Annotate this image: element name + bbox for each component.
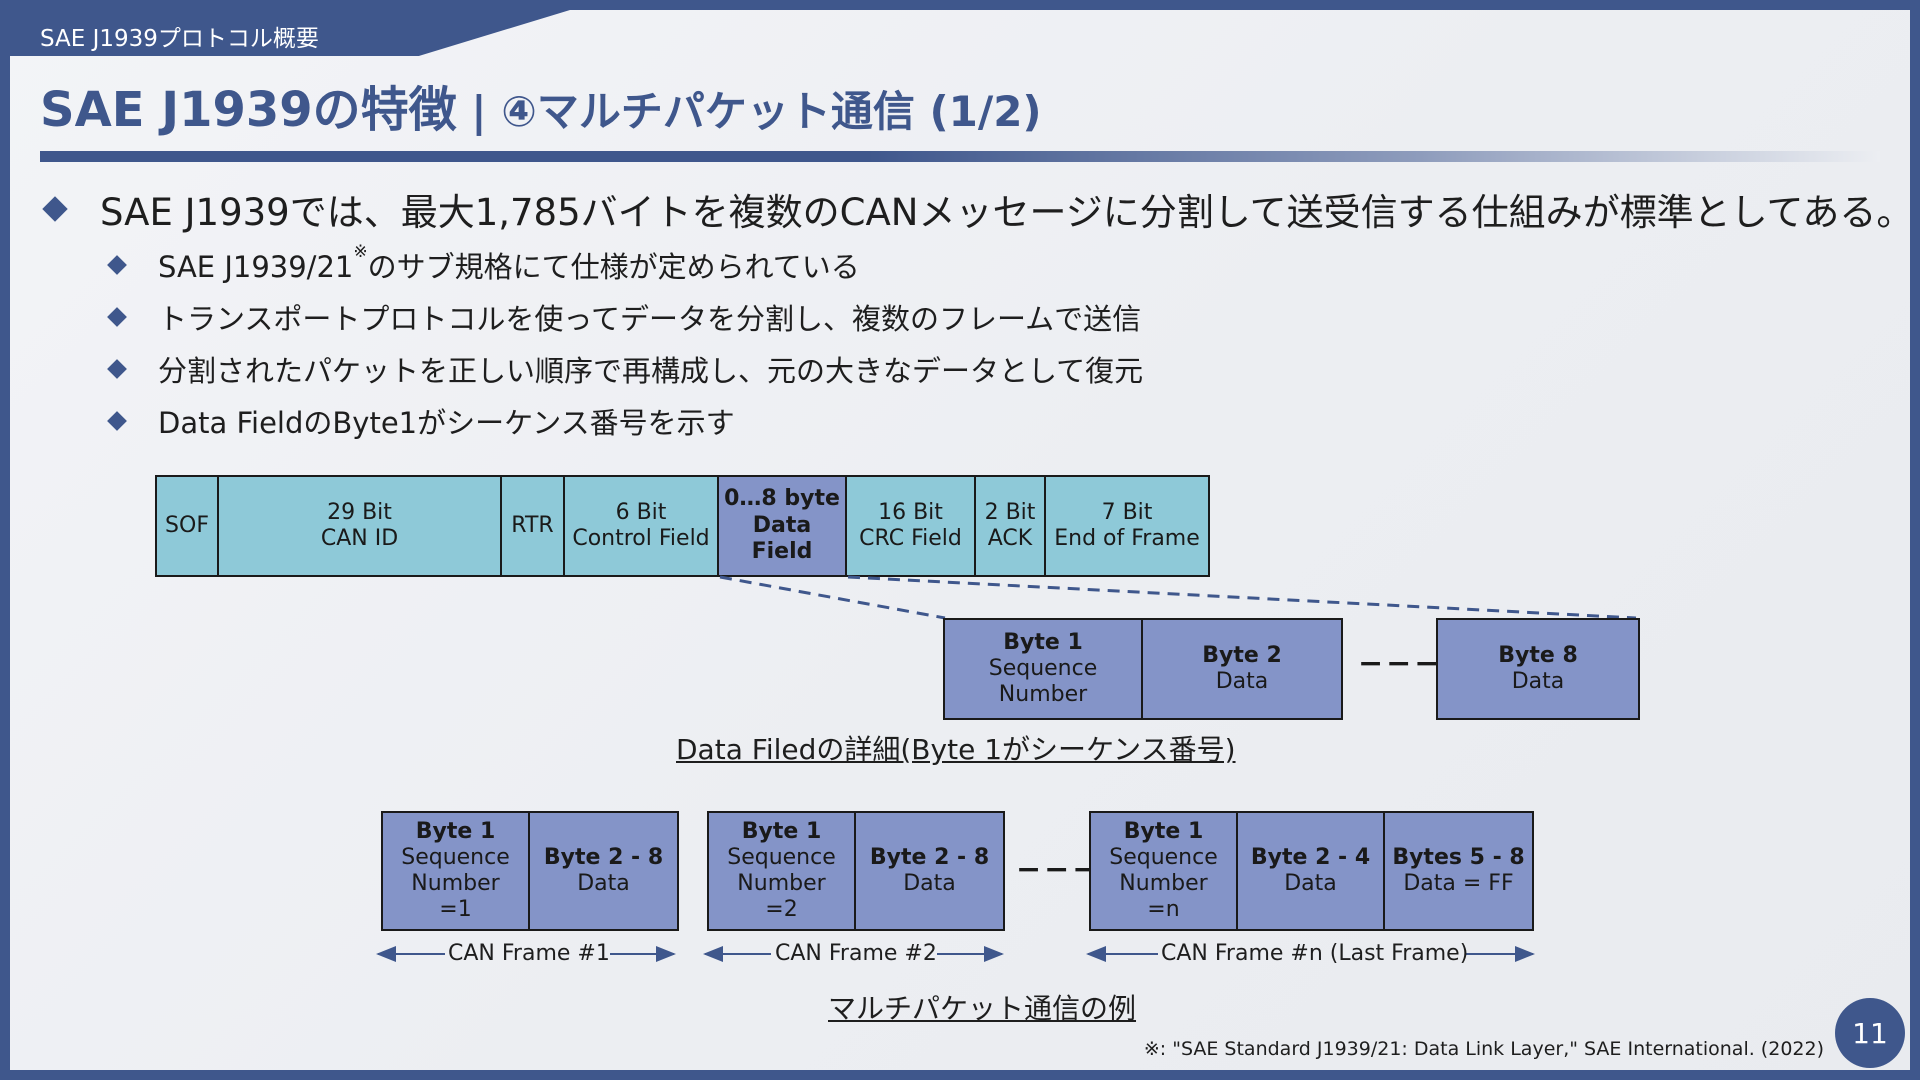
frame1-seq-value: =1 <box>439 896 472 922</box>
can-crc-label: CRC Field <box>859 526 962 551</box>
slide-title-sub: | ④マルチパケット通信 (1/2) <box>456 87 1042 136</box>
footnote-mark: ※ <box>353 242 368 262</box>
framen-padding-line2: Data = FF <box>1403 871 1514 896</box>
can-control-cell: 6 Bit Control Field <box>565 477 719 575</box>
can-ack-cell: 2 Bit ACK <box>976 477 1046 575</box>
slide-title: SAE J1939の特徴 | ④マルチパケット通信 (1/2) <box>40 70 1042 140</box>
frame2-seq-title: Byte 1 <box>741 819 822 845</box>
sub-bullet-1-post: のサブ規格にて仕様が定められている <box>367 250 860 284</box>
sub-bullet-1-pre: SAE J1939/21 <box>158 250 354 284</box>
sub-bullet-3-text: 分割されたパケットを正しい順序で再構成し、元の大きなデータとして復元 <box>158 354 1144 388</box>
frame1-data-title: Byte 2 - 8 <box>543 845 664 871</box>
multipacket-caption: マルチパケット通信の例 <box>828 992 1137 1025</box>
can-id-label: CAN ID <box>320 526 399 551</box>
can-ack-bits: 2 Bit <box>984 499 1036 525</box>
detail-byte2-title: Byte 2 <box>1202 643 1282 669</box>
frame1-seq-line3: Number <box>411 871 500 896</box>
can-crc-cell: 16 Bit CRC Field <box>847 477 976 575</box>
detail-byte1-box: Byte 1 Sequence Number <box>945 620 1143 718</box>
can-crc-bits: 16 Bit <box>878 499 943 525</box>
detail-byte2-box: Byte 2 Data <box>1143 620 1341 718</box>
section-header-tab: SAE J1939プロトコル概要 <box>10 10 570 56</box>
frame1-label: CAN Frame #1 <box>448 941 610 966</box>
can-frame-structure: SOF 29 Bit CAN ID RTR 6 Bit Control Fiel… <box>155 475 1210 577</box>
sub-bullet-2-text: トランスポートプロトコルを使ってデータを分割し、複数のフレームで送信 <box>158 302 1142 336</box>
detail-byte8-box: Byte 8 Data <box>1438 620 1638 718</box>
can-control-label: Control Field <box>572 526 710 551</box>
can-data-label: Data Field <box>751 512 813 565</box>
detail-byte1-title: Byte 1 <box>1003 630 1083 656</box>
multipacket-ellipsis: −−− <box>1016 852 1101 887</box>
can-id-bits: 29 Bit <box>327 499 392 525</box>
framen-seq-box: Byte 1 Sequence Number =n <box>1091 813 1238 929</box>
can-eof-label: End of Frame <box>1054 526 1200 551</box>
frame1-seq-title: Byte 1 <box>415 819 496 845</box>
frame2-data-title: Byte 2 - 8 <box>869 845 990 871</box>
sub-bullet-4-text: Data FieldのByte1がシーケンス番号を示す <box>158 406 735 440</box>
frame1-data-box: Byte 2 - 8 Data <box>530 813 677 929</box>
frame1-seq-box: Byte 1 Sequence Number =1 <box>383 813 530 929</box>
sub-bullet-3: 分割されたパケットを正しい順序で再構成し、元の大きなデータとして復元 <box>107 348 1144 390</box>
can-sof-label: SOF <box>165 512 209 538</box>
framen-padding-title: Bytes 5 - 8 <box>1392 845 1525 871</box>
expansion-line-left <box>719 575 946 620</box>
frame1-data-line2: Data <box>577 871 630 896</box>
can-ack-label: ACK <box>987 526 1033 551</box>
can-control-bits: 6 Bit <box>615 499 667 525</box>
can-eof-cell: 7 Bit End of Frame <box>1046 477 1208 575</box>
can-sof-cell: SOF <box>157 477 219 575</box>
framen-padding-box: Bytes 5 - 8 Data = FF <box>1385 813 1532 929</box>
framen-label: CAN Frame #n (Last Frame) <box>1161 941 1469 966</box>
page-number: 11 <box>1835 998 1905 1068</box>
expansion-line-right <box>847 575 1637 620</box>
framen-seq-value: =n <box>1147 896 1180 922</box>
frame2-data-box: Byte 2 - 8 Data <box>856 813 1003 929</box>
sub-bullet-2: トランスポートプロトコルを使ってデータを分割し、複数のフレームで送信 <box>107 296 1142 338</box>
slide-title-main: SAE J1939の特徴 <box>40 82 457 138</box>
frame1-seq-line2: Sequence <box>401 845 510 871</box>
can-rtr-cell: RTR <box>502 477 565 575</box>
multipacket-frame-1: Byte 1 Sequence Number =1 Byte 2 - 8 Dat… <box>381 811 679 931</box>
frame2-label: CAN Frame #2 <box>775 941 937 966</box>
framen-data-line2: Data <box>1284 871 1337 896</box>
sub-bullet-1: SAE J1939/21※のサブ規格にて仕様が定められている <box>107 242 860 286</box>
can-rtr-label: RTR <box>511 512 554 538</box>
can-data-field-cell: 0…8 byte Data Field <box>719 477 847 575</box>
data-field-detail-left: Byte 1 Sequence Number Byte 2 Data <box>943 618 1343 720</box>
frame2-seq-line3: Number <box>737 871 826 896</box>
frame2-data-line2: Data <box>903 871 956 896</box>
detail-byte1-line2: Sequence <box>988 656 1098 682</box>
data-field-detail-caption: Data Filedの詳細(Byte 1がシーケンス番号) <box>676 733 1236 766</box>
main-bullet-text: SAE J1939では、最大1,785バイトを複数のCANメッセージに分割して送… <box>100 191 1914 234</box>
framen-data-title: Byte 2 - 4 <box>1250 845 1371 871</box>
framen-data-box: Byte 2 - 4 Data <box>1238 813 1385 929</box>
section-label: SAE J1939プロトコル概要 <box>40 26 319 52</box>
framen-seq-line2: Sequence <box>1109 845 1218 871</box>
detail-ellipsis: −−− <box>1358 646 1443 681</box>
can-data-bytes: 0…8 byte <box>724 486 840 512</box>
can-eof-bits: 7 Bit <box>1101 499 1153 525</box>
can-id-cell: 29 Bit CAN ID <box>219 477 502 575</box>
multipacket-frame-n: Byte 1 Sequence Number =n Byte 2 - 4 Dat… <box>1089 811 1534 931</box>
frame2-seq-box: Byte 1 Sequence Number =2 <box>709 813 856 929</box>
footnote: ※: "SAE Standard J1939/21: Data Link Lay… <box>1143 1038 1824 1060</box>
framen-seq-line3: Number <box>1119 871 1208 896</box>
frame2-seq-value: =2 <box>765 896 798 922</box>
sub-bullet-1-text: SAE J1939/21※のサブ規格にて仕様が定められている <box>158 242 860 286</box>
main-bullet: SAE J1939では、最大1,785バイトを複数のCANメッセージに分割して送… <box>42 182 1914 236</box>
multipacket-frame-2: Byte 1 Sequence Number =2 Byte 2 - 8 Dat… <box>707 811 1005 931</box>
detail-byte2-line2: Data <box>1215 669 1269 694</box>
data-field-detail-right: Byte 8 Data <box>1436 618 1640 720</box>
detail-byte8-line2: Data <box>1511 669 1565 694</box>
frame2-seq-line2: Sequence <box>727 845 836 871</box>
sub-bullet-4: Data FieldのByte1がシーケンス番号を示す <box>107 400 735 442</box>
framen-seq-title: Byte 1 <box>1123 819 1204 845</box>
detail-byte1-line3: Number <box>998 681 1088 707</box>
detail-byte8-title: Byte 8 <box>1498 643 1578 669</box>
title-underline-bar <box>40 151 1880 162</box>
